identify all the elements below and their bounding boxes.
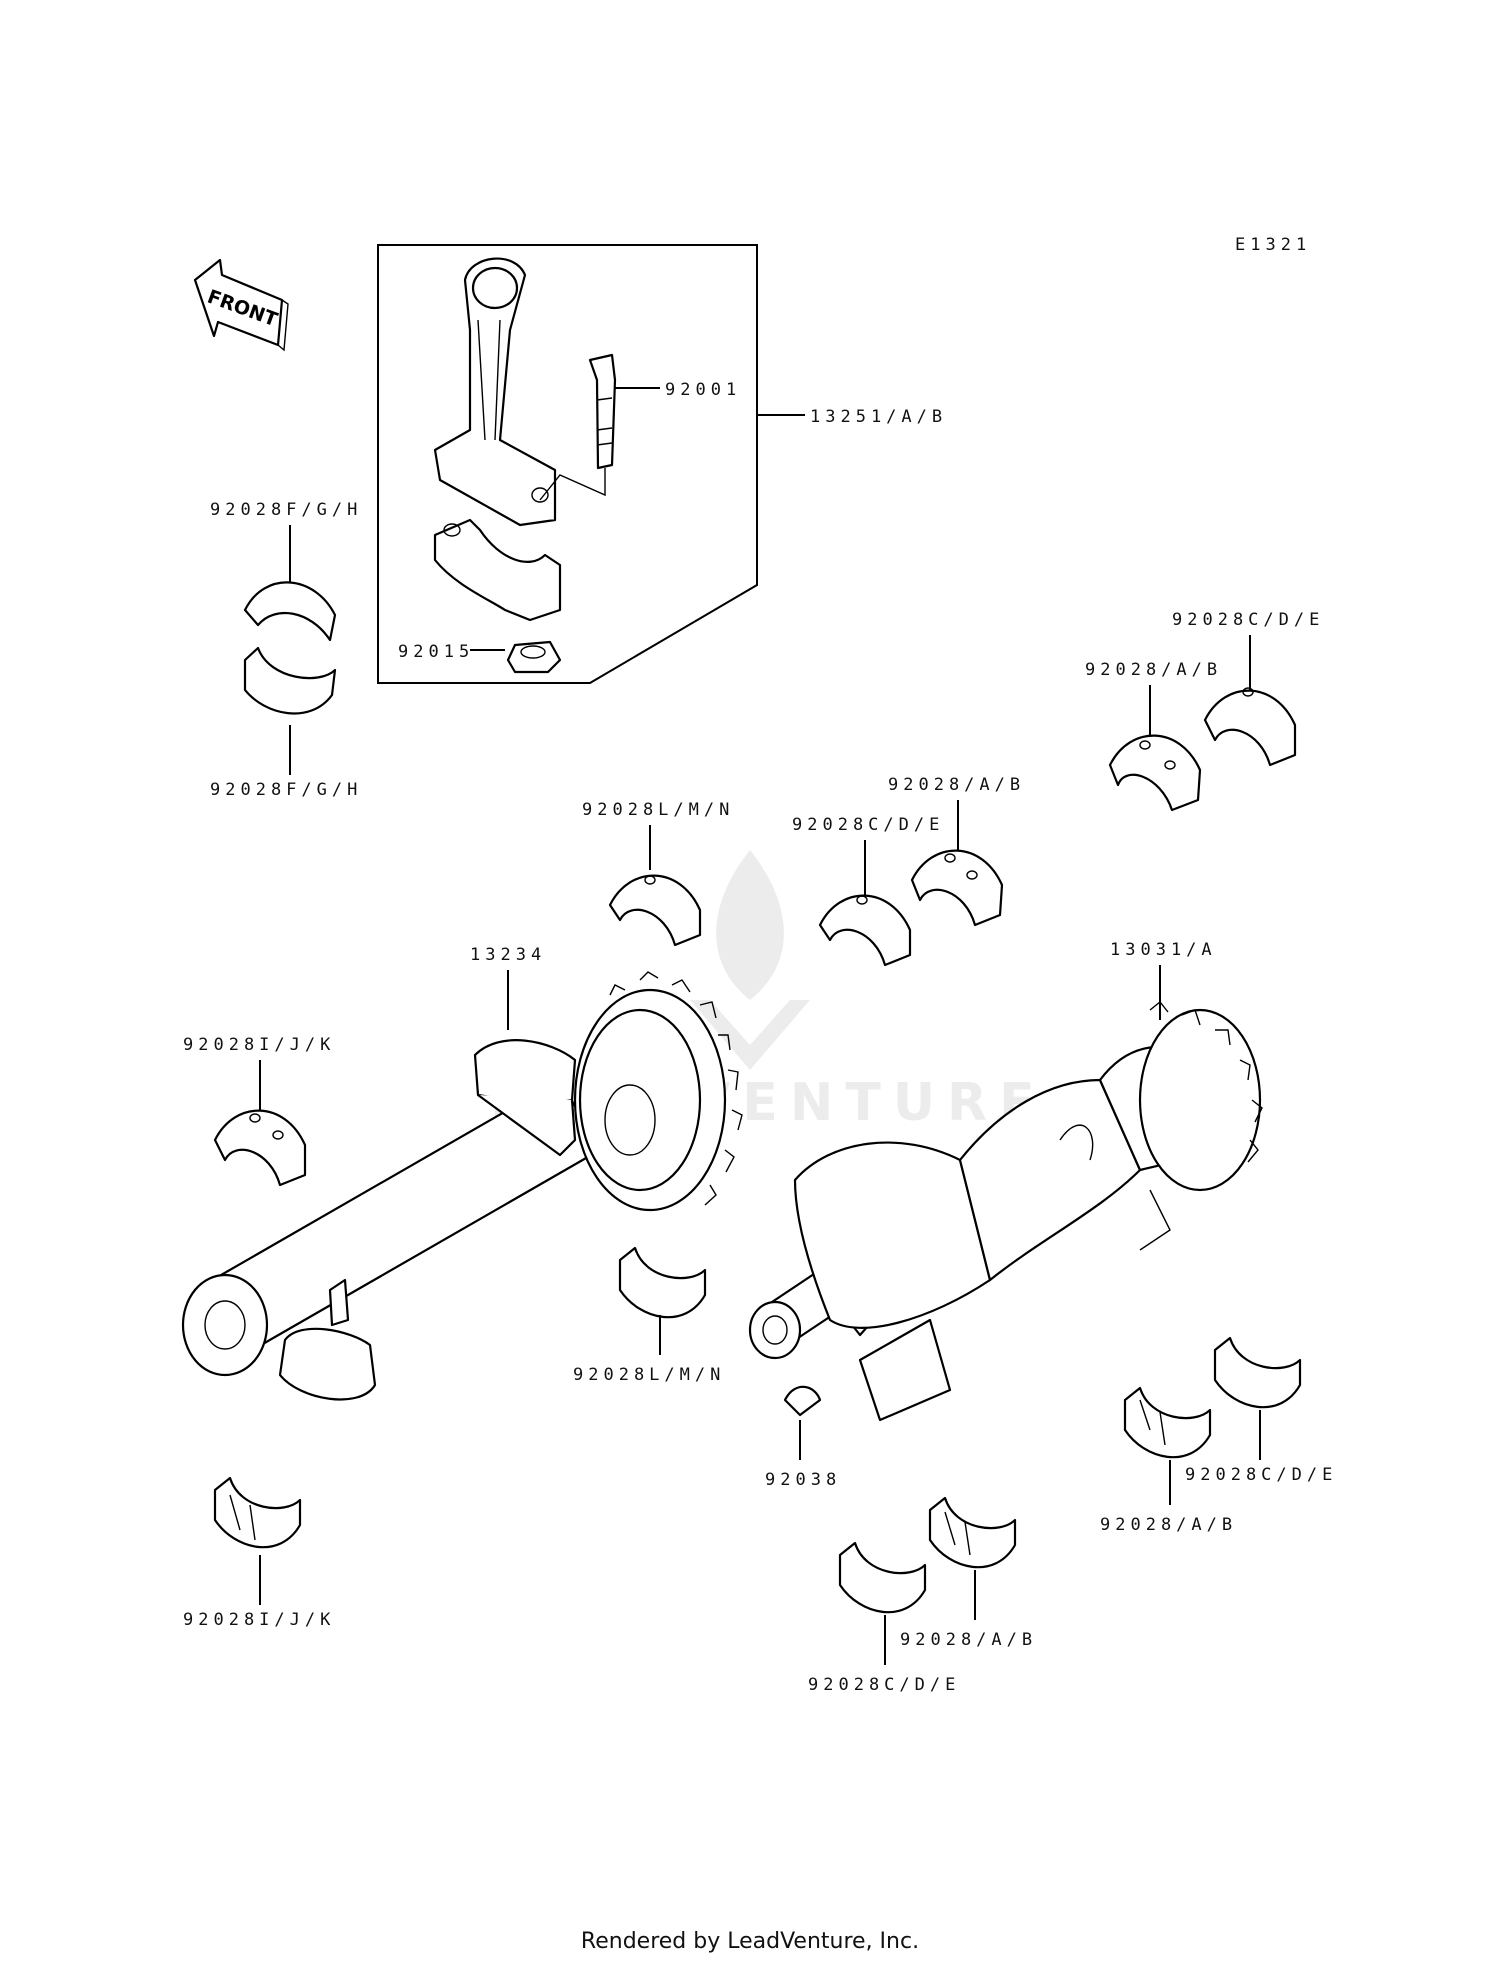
balancer-bearing-ijk-lower bbox=[213, 1476, 302, 1549]
front-arrow-icon: FRONT bbox=[193, 258, 289, 352]
footer-credit: Rendered by LeadVenture, Inc. bbox=[581, 1929, 919, 1954]
callout-13031: 13031/A bbox=[1110, 940, 1217, 960]
main-bearing-ab-mid bbox=[910, 849, 1004, 927]
bearing-shell-fgh-lower bbox=[243, 646, 337, 715]
callout-92028ab-bottom: 92028/A/B bbox=[900, 1630, 1037, 1650]
conrod-bolt bbox=[588, 353, 617, 470]
main-bearing-ab-right-lower bbox=[1123, 1386, 1212, 1459]
conrod-nut bbox=[506, 640, 562, 674]
main-bearing-cde-right-lower bbox=[1213, 1336, 1302, 1409]
main-bearing-lmn-top bbox=[608, 874, 702, 947]
crankshaft bbox=[748, 1001, 1263, 1422]
conrod-cap bbox=[433, 518, 562, 622]
callout-92028cde-mid: 92028C/D/E bbox=[792, 815, 944, 835]
callout-92028ab-right-lower: 92028/A/B bbox=[1100, 1515, 1237, 1535]
balancer-shaft bbox=[181, 1039, 602, 1401]
main-bearing-lmn-bottom bbox=[618, 1246, 707, 1319]
conrod-assembly-box bbox=[377, 244, 758, 684]
callout-13234: 13234 bbox=[470, 945, 546, 965]
woodruff-key bbox=[783, 1385, 822, 1417]
main-bearing-cde-bottom bbox=[838, 1541, 927, 1614]
main-bearing-ab-bottom bbox=[928, 1496, 1017, 1569]
callout-92028lmn-bottom: 92028L/M/N bbox=[573, 1365, 725, 1385]
main-bearing-cde-mid bbox=[818, 894, 912, 967]
main-bearing-cde-top-right bbox=[1203, 689, 1297, 767]
callout-92028ab-mid: 92028/A/B bbox=[888, 775, 1025, 795]
balancer-bearing-ijk-upper bbox=[213, 1109, 307, 1187]
callout-92028ijk-upper: 92028I/J/K bbox=[183, 1035, 335, 1055]
callout-92028fgh-upper: 92028F/G/H bbox=[210, 500, 362, 520]
callout-92028ab-top-right: 92028/A/B bbox=[1085, 660, 1222, 680]
callout-92028cde-top-right: 92028C/D/E bbox=[1172, 610, 1324, 630]
callout-92028lmn-top: 92028L/M/N bbox=[582, 800, 734, 820]
diagram-id: E1321 bbox=[1235, 235, 1311, 255]
connecting-rod bbox=[433, 257, 557, 527]
callout-13251: 13251/A/B bbox=[810, 407, 947, 427]
callout-92028cde-bottom: 92028C/D/E bbox=[808, 1675, 960, 1695]
main-bearing-ab-top-right bbox=[1108, 734, 1202, 812]
callout-92028cde-right-lower: 92028C/D/E bbox=[1185, 1465, 1337, 1485]
callout-92001: 92001 bbox=[665, 380, 741, 400]
callout-92015: 92015 bbox=[398, 642, 474, 662]
balancer-gear bbox=[573, 971, 743, 1212]
callout-92028fgh-lower: 92028F/G/H bbox=[210, 780, 362, 800]
callout-92028ijk-lower: 92028I/J/K bbox=[183, 1610, 335, 1630]
bearing-shell-fgh-upper bbox=[243, 581, 337, 642]
callout-92038: 92038 bbox=[765, 1470, 841, 1490]
